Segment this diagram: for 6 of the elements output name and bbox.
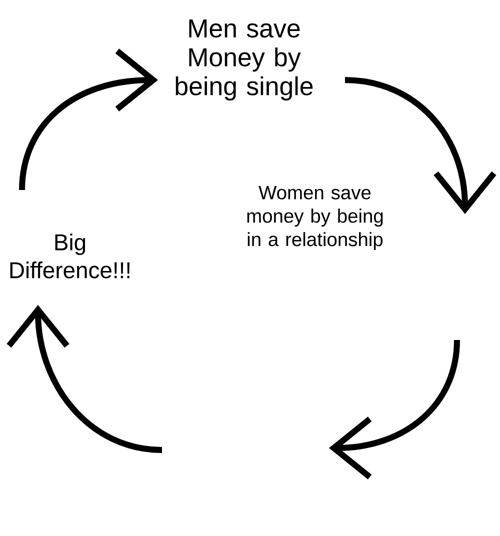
statement-text: Big Difference!!!: [10, 234, 130, 278]
statement-text: Men save Money by being single: [176, 20, 313, 100]
curved-arrow: [6, 305, 162, 453]
statement-text: Women save money by being in a relationship: [247, 186, 383, 250]
curved-arrow: [344, 77, 496, 214]
curved-arrow: [19, 48, 158, 190]
